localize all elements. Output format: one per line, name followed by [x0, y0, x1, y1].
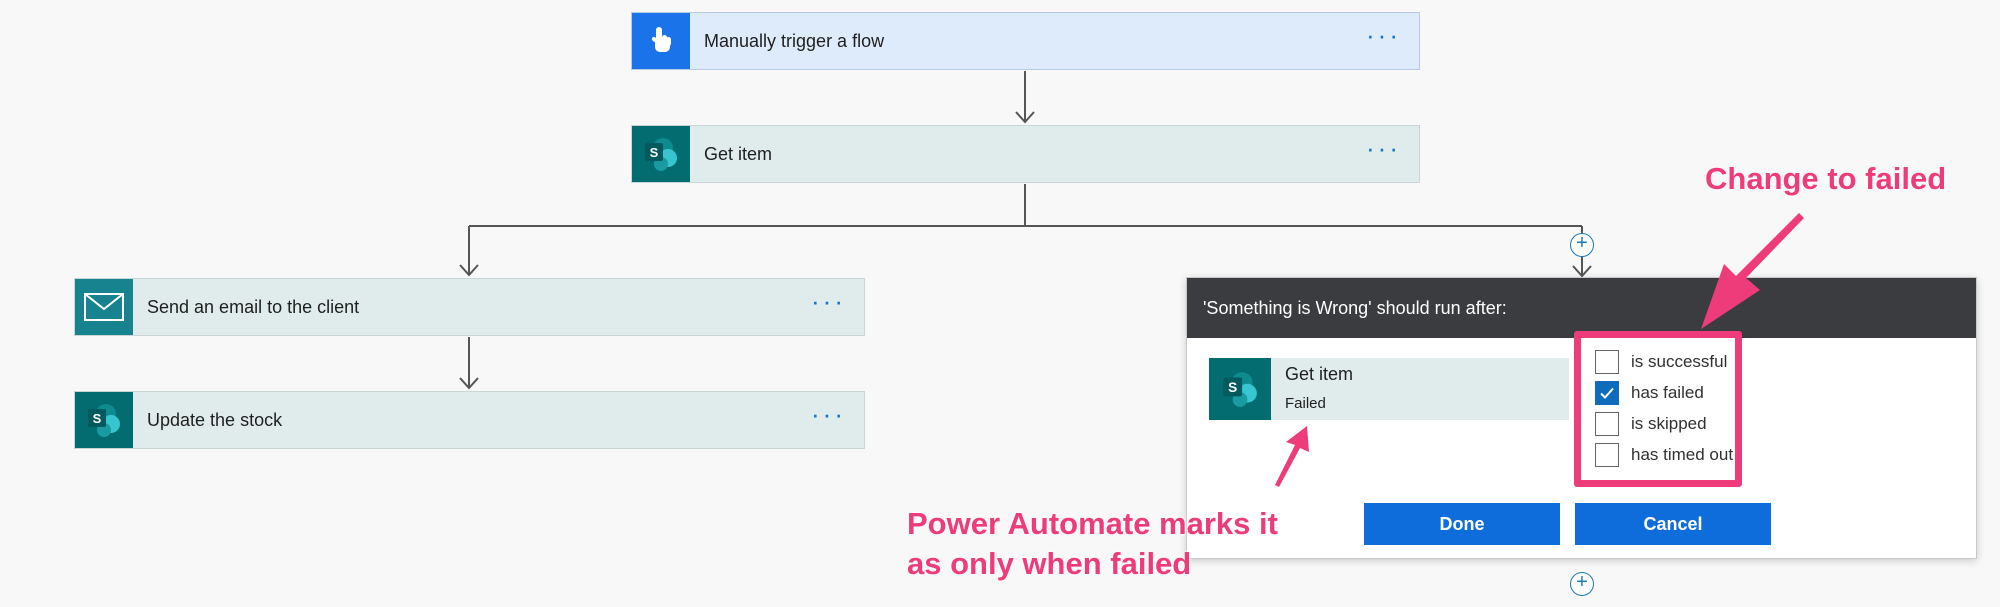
options-highlight-box [1574, 331, 1742, 487]
option-has-failed[interactable]: has failed [1595, 379, 1704, 407]
predecessor-name: Get item [1285, 364, 1354, 384]
svg-text:S: S [1228, 380, 1237, 395]
hand-pointer-icon [651, 27, 671, 52]
add-step-plus-icon[interactable]: + [1570, 572, 1594, 596]
svg-text:S: S [650, 145, 659, 160]
annotation-marks-line2: as only when failed [907, 546, 1192, 581]
checkbox-is-successful[interactable] [1595, 350, 1619, 374]
add-step-plus-icon[interactable]: + [1570, 233, 1594, 257]
option-label: has timed out [1631, 445, 1734, 464]
get-item-card[interactable]: S Get item ··· [631, 125, 1420, 183]
trigger-title: Manually trigger a flow [704, 30, 885, 51]
option-is-skipped[interactable]: is skipped [1595, 410, 1707, 438]
get-item-icon-box: S [632, 126, 690, 182]
sharepoint-icon: S [88, 404, 120, 437]
sharepoint-icon: S [1223, 372, 1257, 407]
checkbox-is-skipped[interactable] [1595, 412, 1619, 436]
predecessor-icon-box: S [1209, 358, 1271, 420]
update-stock-card[interactable]: S Update the stock ··· [74, 391, 865, 449]
trigger-icon-box [632, 13, 690, 69]
sharepoint-icon: S [645, 138, 677, 171]
svg-text:S: S [93, 411, 102, 426]
annotation-change-to-failed: Change to failed [1705, 161, 1947, 196]
send-email-title: Send an email to the client [147, 296, 360, 317]
annotation-marks-line1: Power Automate marks it [907, 506, 1278, 541]
send-email-icon-box [75, 279, 133, 335]
update-stock-icon-box: S [75, 392, 133, 448]
predecessor-status: Failed [1285, 395, 1326, 412]
trigger-card[interactable]: Manually trigger a flow ··· [631, 12, 1420, 70]
option-is-successful[interactable]: is successful [1595, 348, 1727, 376]
checkbox-has-timed-out[interactable] [1595, 443, 1619, 467]
dialog-header: 'Something is Wrong' should run after: [1187, 278, 1976, 338]
envelope-icon [84, 293, 124, 321]
arrow-to-status [1275, 426, 1309, 487]
option-has-timed-out[interactable]: has timed out [1595, 441, 1733, 469]
predecessor-card: S Get item Failed [1209, 358, 1569, 420]
done-button[interactable]: Done [1364, 503, 1560, 545]
option-label: is successful [1631, 352, 1728, 371]
option-label: is skipped [1631, 414, 1707, 433]
option-label: has failed [1631, 383, 1704, 402]
check-icon [1600, 387, 1614, 399]
checkbox-has-failed[interactable] [1595, 381, 1619, 405]
arrow-to-options [1701, 213, 1804, 329]
cancel-button[interactable]: Cancel [1575, 503, 1771, 545]
get-item-title: Get item [704, 143, 773, 164]
send-email-card[interactable]: Send an email to the client ··· [74, 278, 865, 336]
update-stock-title: Update the stock [147, 409, 283, 430]
